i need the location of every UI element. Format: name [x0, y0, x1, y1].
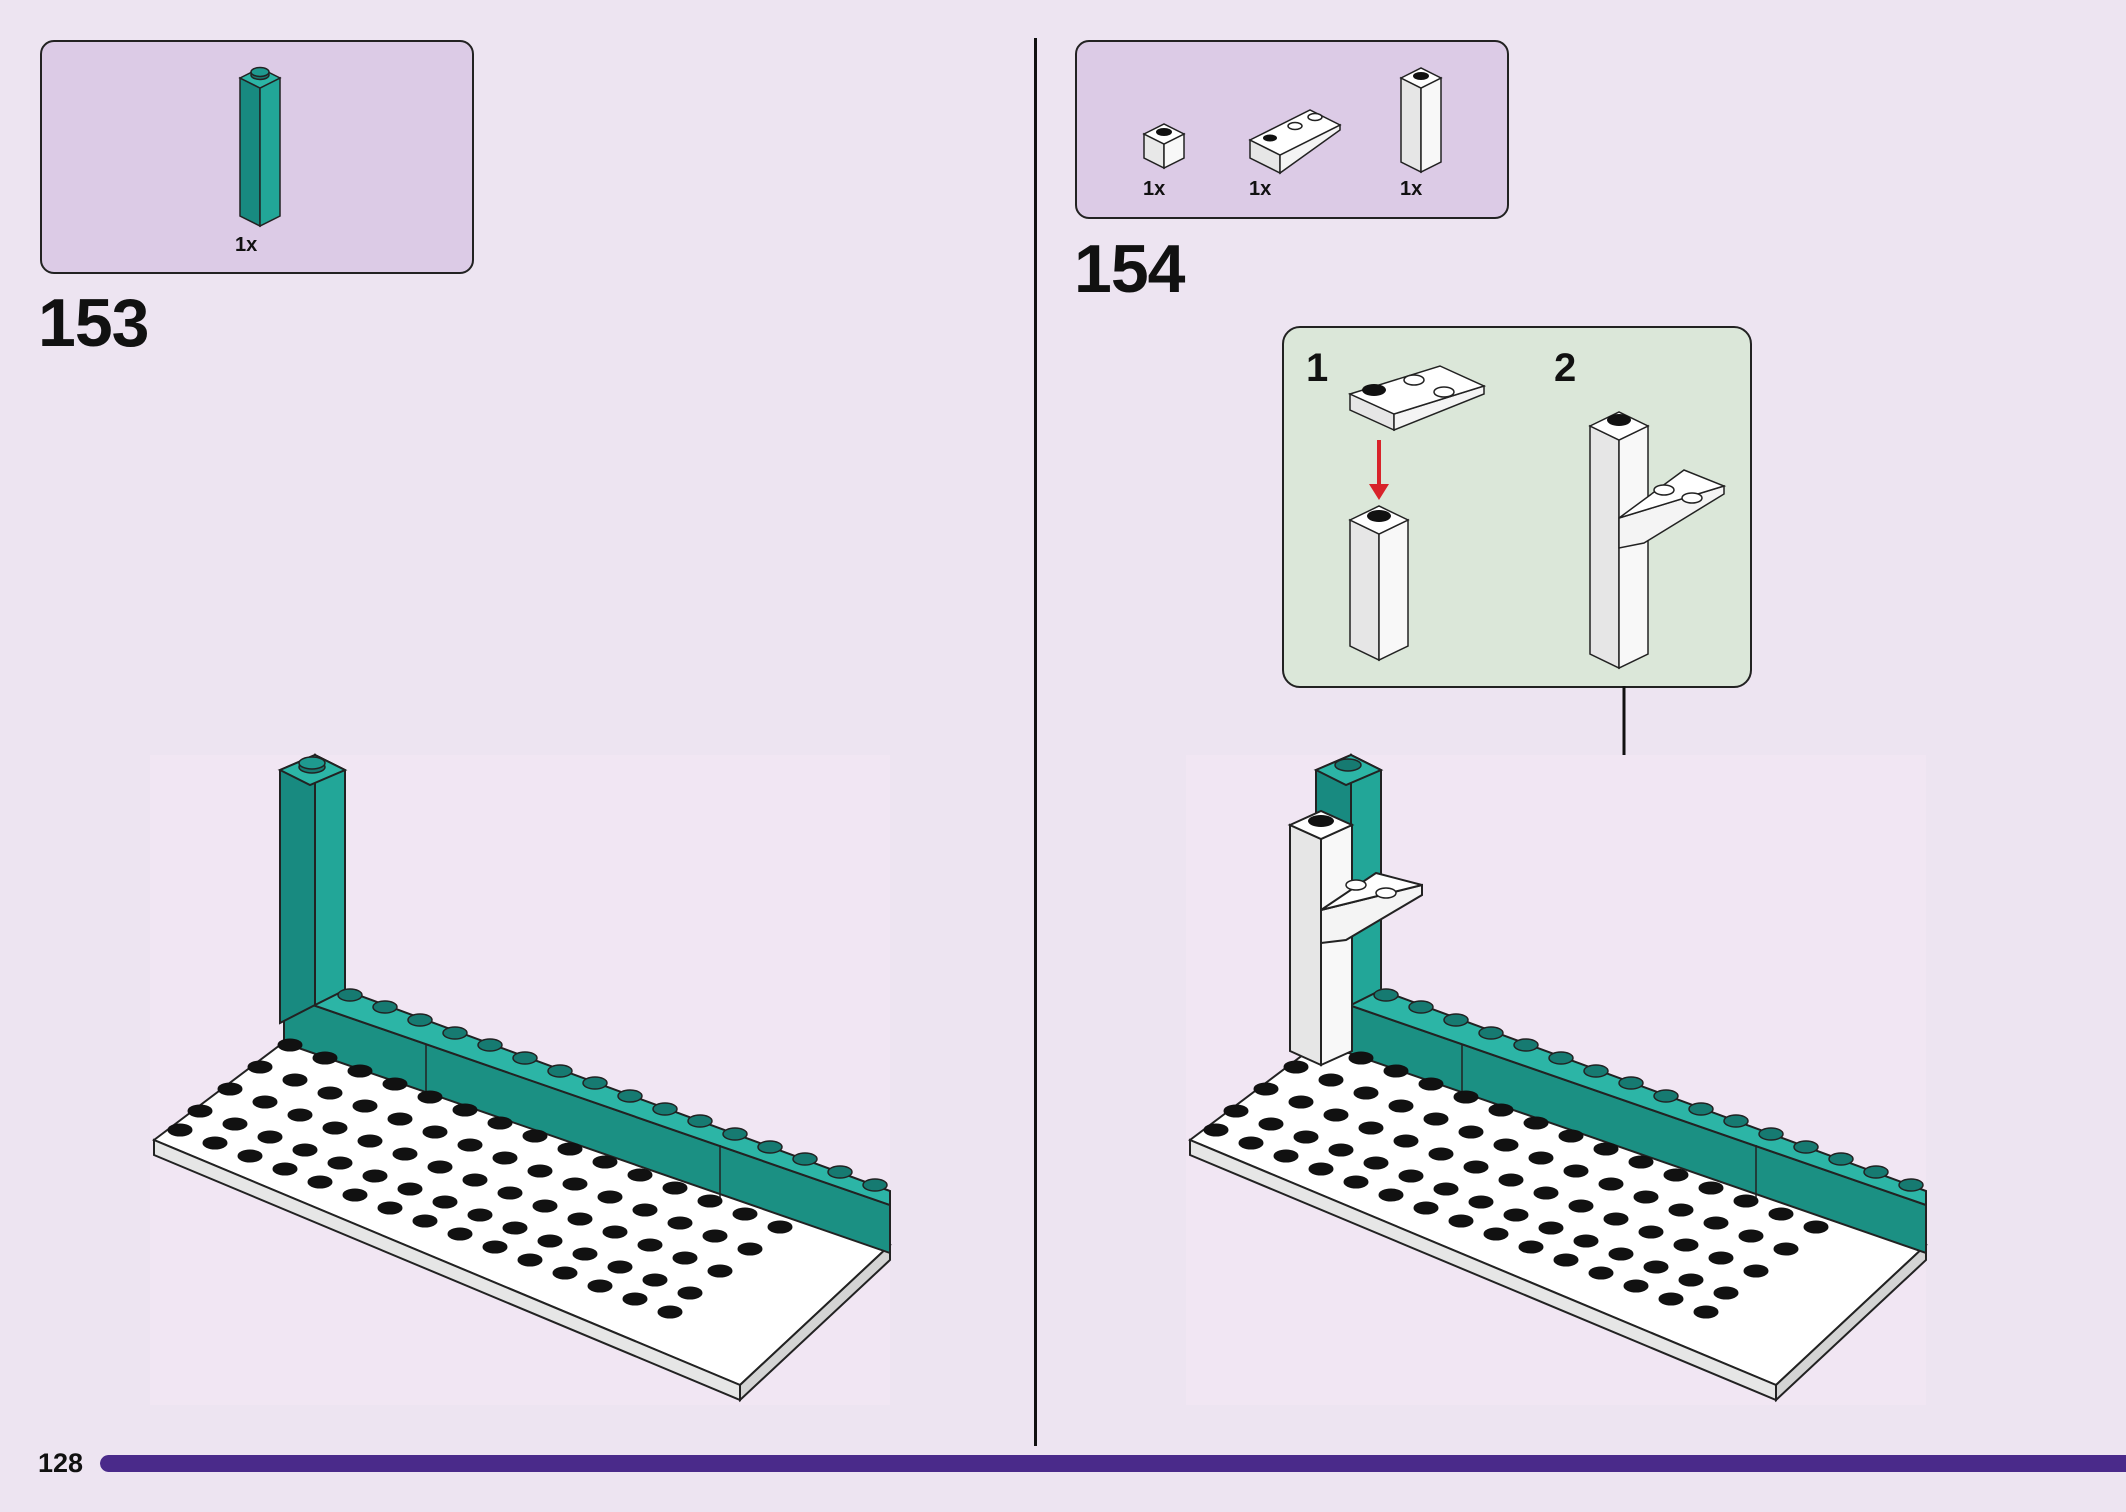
- substep-number-1: 1: [1306, 346, 1329, 390]
- teal-1x1x5-brick-icon: [238, 66, 282, 228]
- substep-number-2: 2: [1554, 346, 1577, 390]
- part-quantity: 1x: [1400, 178, 1423, 200]
- parts-box-step-153: 1x: [40, 40, 474, 274]
- step-number-153: 153: [38, 285, 149, 361]
- substep-callout: 1 2: [1282, 326, 1752, 688]
- step-number-154: 154: [1074, 231, 1185, 307]
- white-1x1-brick-icon: [1142, 123, 1186, 170]
- substep-1-assembly-icon: [1347, 365, 1487, 662]
- baseplate-with-teal-wall-step-153: [152, 753, 892, 1403]
- progress-bar-fill: [100, 1455, 2126, 1472]
- white-inverted-slope-icon: [1248, 109, 1342, 175]
- progress-bar: [100, 1455, 2126, 1472]
- part-quantity: 1x: [1249, 178, 1272, 200]
- part-quantity: 1x: [1143, 178, 1166, 200]
- parts-box-step-154: 1x 1x 1x: [1075, 40, 1509, 219]
- part-quantity: 1x: [235, 234, 258, 256]
- substep-2-assembly-icon: [1588, 411, 1727, 670]
- baseplate-with-teal-wall-step-154: [1188, 753, 1928, 1403]
- page-number: 128: [38, 1448, 84, 1478]
- page-divider: [1034, 38, 1037, 1446]
- white-1x1x3-brick-icon: [1399, 67, 1443, 174]
